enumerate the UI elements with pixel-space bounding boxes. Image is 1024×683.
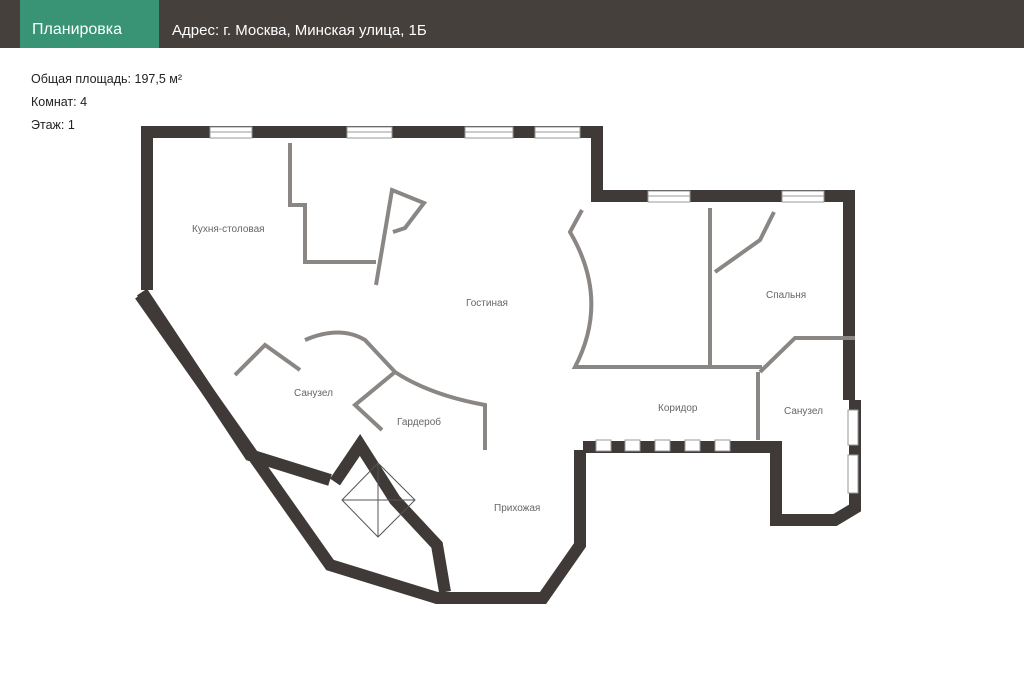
- tab-planning[interactable]: Планировка: [20, 0, 159, 48]
- floor-number: Этаж: 1: [31, 118, 75, 132]
- room-label-living: Гостиная: [466, 298, 508, 309]
- room-label-hallway: Прихожая: [494, 503, 540, 514]
- windows: [209, 126, 859, 494]
- room-label-bedroom: Спальня: [766, 290, 806, 301]
- room-label-kitchen: Кухня-столовая: [192, 224, 265, 235]
- room-label-wardrobe: Гардероб: [397, 416, 441, 428]
- total-area: Общая площадь: 197,5 м²: [31, 72, 183, 86]
- address-text: Адрес: г. Москва, Минская улица, 1Б: [172, 22, 427, 39]
- room-label-bathroom-right: Санузел: [784, 406, 823, 417]
- room-count: Комнат: 4: [31, 95, 88, 109]
- partitions: [233, 143, 855, 450]
- room-label-corridor: Коридор: [658, 403, 698, 414]
- elevator-shaft: [341, 462, 416, 538]
- room-label-bathroom-left: Санузел: [294, 388, 333, 399]
- header-bar: [0, 0, 1024, 48]
